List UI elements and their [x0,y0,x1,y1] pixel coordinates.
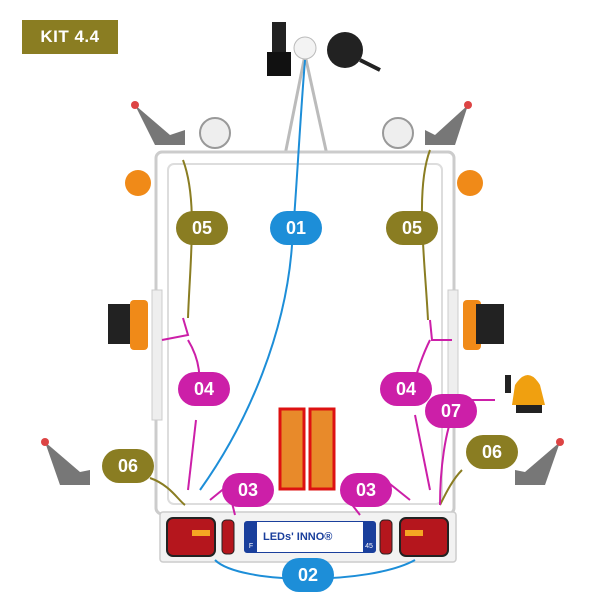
coupling-plug [267,22,381,76]
rear-lamp-left [166,517,235,557]
red-reflector-plates [278,407,336,491]
label-05-left: 05 [176,211,228,245]
label-02: 02 [282,558,334,592]
wire-01 [199,59,306,491]
drawbar [283,54,329,156]
label-03-right: 03 [340,473,392,507]
label-06-right: 06 [466,435,518,469]
plate-text: LEDs' INNO® [263,531,333,543]
marker-lamp-top-right [382,101,483,196]
rear-lamp-right [379,517,449,557]
license-plate: F LEDs' INNO® 45 [244,521,376,553]
marker-lamp-top-left [125,101,231,196]
trailer-body [151,150,459,516]
marker-lamp-bottom-left [41,438,90,485]
side-marker-left [108,300,148,350]
beacon-lamp [505,375,545,413]
label-07: 07 [425,394,477,428]
label-01: 01 [270,211,322,245]
label-06-left: 06 [102,449,154,483]
plate-country: F [245,522,257,552]
marker-lamp-bottom-right [515,438,564,485]
side-marker-right [463,300,504,350]
label-03-left: 03 [222,473,274,507]
kit-badge: KIT 4.4 [22,20,118,54]
label-04-right: 04 [380,372,432,406]
label-05-right: 05 [386,211,438,245]
label-04-left: 04 [178,372,230,406]
plate-department: 45 [363,522,375,552]
